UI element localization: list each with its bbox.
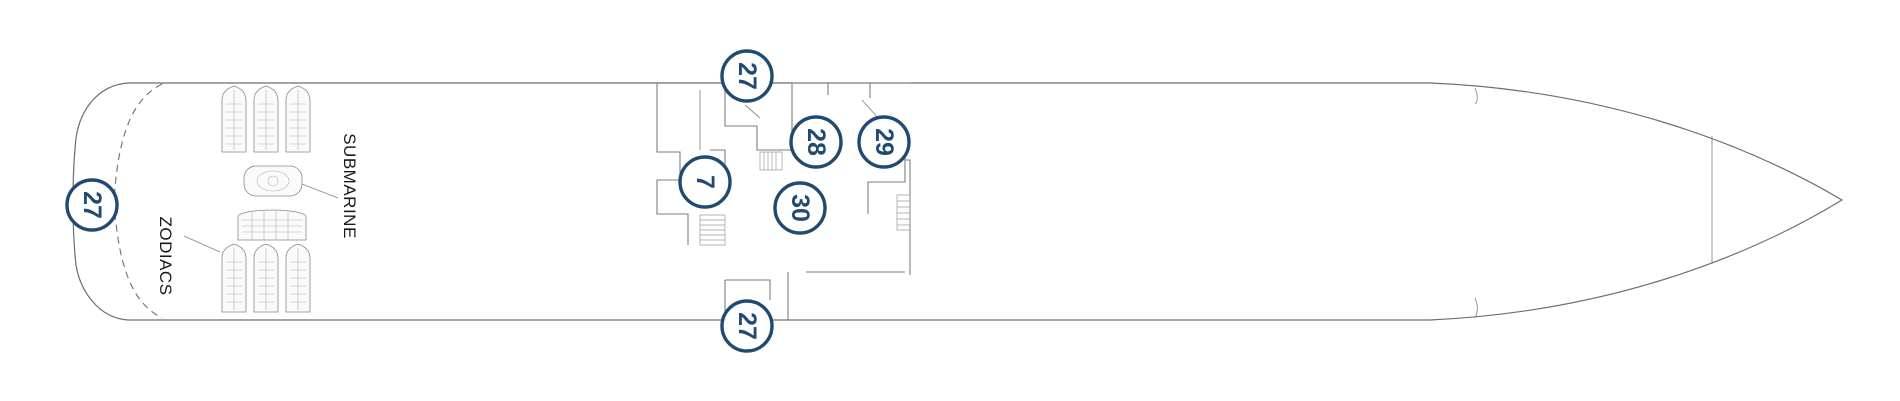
marker-7[interactable]: 7 [678,155,732,209]
marker-28[interactable]: 28 [789,115,843,169]
submarine-label: SUBMARINE [340,133,359,239]
tender-drawing [237,209,307,241]
marker-27-top[interactable]: 27 [720,49,774,103]
marker-27-aft-text: 27 [78,191,106,219]
marker-30-text: 30 [786,194,814,222]
hull-outline [72,82,1844,321]
marker-30[interactable]: 30 [773,181,827,235]
zodiac-group-bottom [183,235,311,313]
marker-29-text: 29 [870,128,898,156]
marker-28-text: 28 [802,128,830,156]
marker-29[interactable]: 29 [857,115,911,169]
marker-27-top-text: 27 [733,62,761,90]
marker-27-bottom-text: 27 [733,312,761,340]
submarine-drawing [243,165,339,199]
marker-27-bottom[interactable]: 27 [720,299,774,353]
marker-27-aft[interactable]: 27 [65,178,119,232]
zodiac-group-top [221,85,311,153]
marker-7-text: 7 [691,175,719,189]
zodiacs-label: ZODIACS [156,216,175,295]
